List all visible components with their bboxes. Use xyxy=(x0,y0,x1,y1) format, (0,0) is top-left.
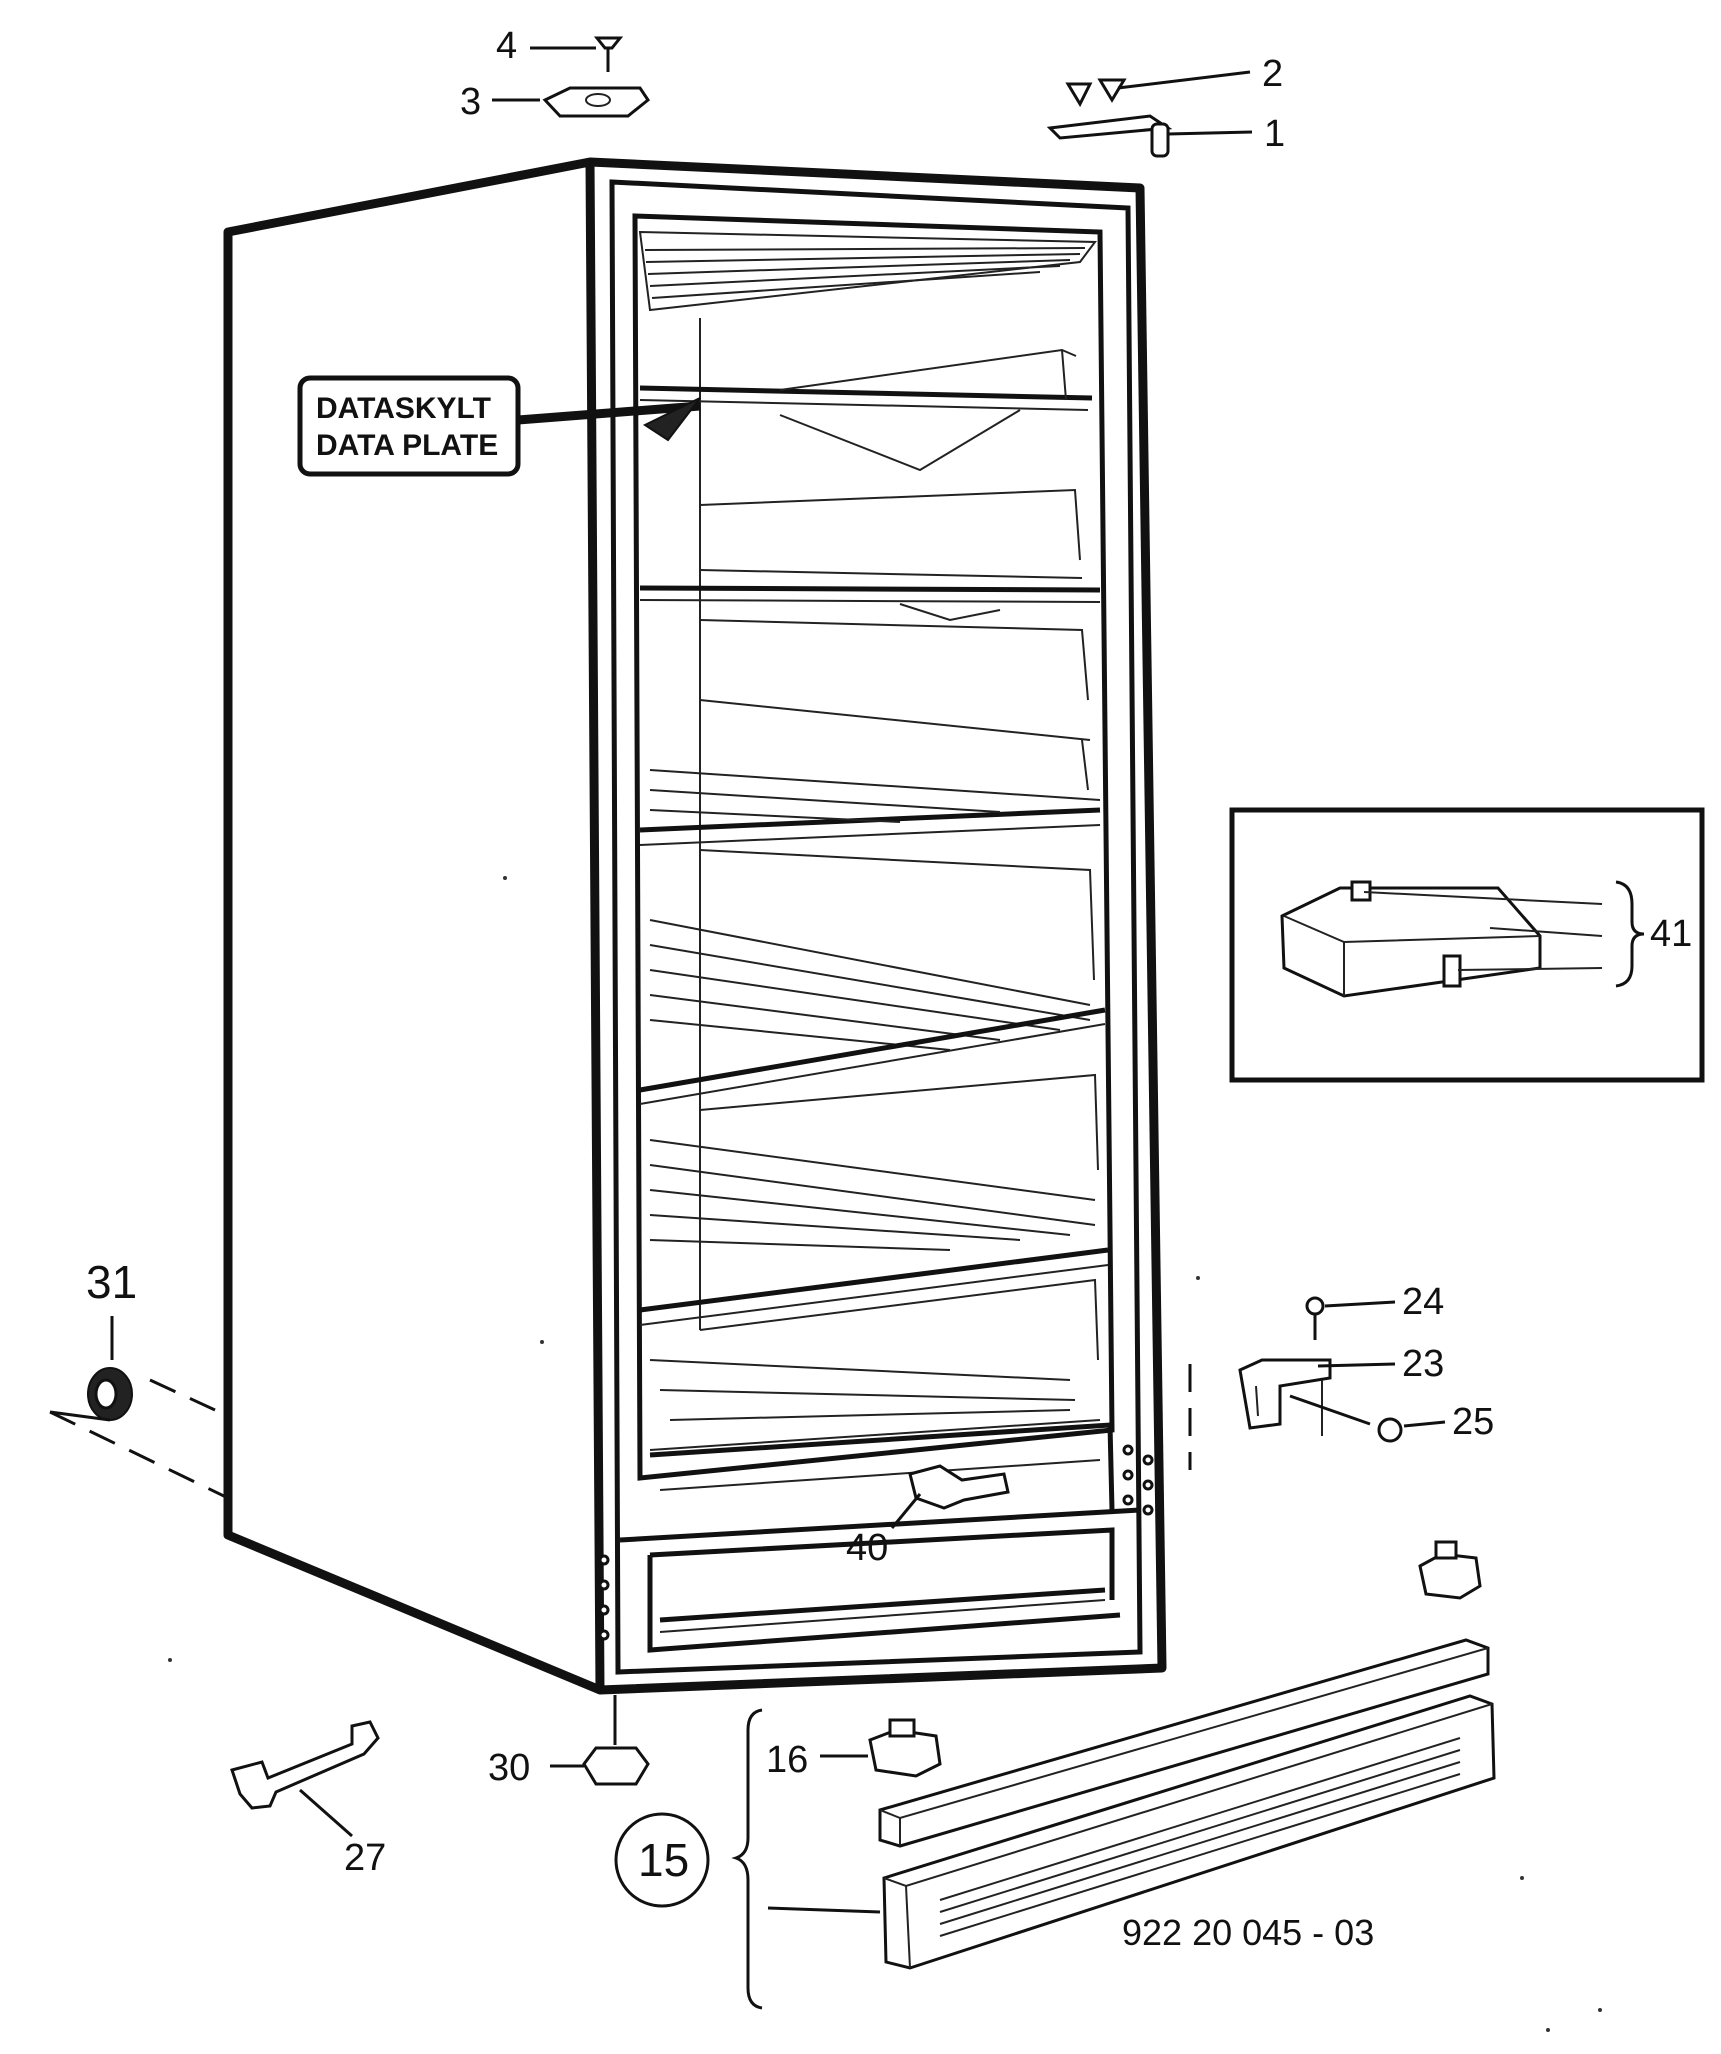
callout-4: 4 xyxy=(496,25,517,67)
callout-30: 30 xyxy=(488,1747,530,1789)
callout-15: 15 xyxy=(638,1834,689,1886)
callout-25: 25 xyxy=(1452,1401,1494,1443)
part-41-inset: 41 xyxy=(1229,807,1705,1083)
freezer-cabinet xyxy=(223,157,1167,1695)
callout-23: 23 xyxy=(1402,1343,1444,1385)
part-3-hinge-cover: 3 xyxy=(460,81,651,123)
callout-3: 3 xyxy=(460,81,481,123)
callout-24: 24 xyxy=(1402,1281,1444,1323)
data-plate-label-english: DATA PLATE xyxy=(316,429,498,462)
part-31-foot: 31 xyxy=(49,1256,229,1500)
evaporator-coil xyxy=(649,1278,1101,1451)
part-27-wrench: 27 xyxy=(230,1720,386,1879)
part-23-bottom-hinge: 23 xyxy=(1188,1343,1444,1470)
shelf-1 xyxy=(639,348,1093,472)
callout-1: 1 xyxy=(1264,113,1285,155)
callout-41: 41 xyxy=(1650,913,1692,955)
part-15-grille: 15 xyxy=(614,1638,1496,2010)
part-2-screws: 2 xyxy=(1065,53,1283,108)
data-plate-label-swedish: DATASKYLT xyxy=(316,392,491,425)
scan-specks xyxy=(168,876,1602,2032)
callout-16: 16 xyxy=(766,1739,808,1781)
callout-27: 27 xyxy=(344,1837,386,1879)
part-30-levelling-foot: 30 xyxy=(488,1695,650,1789)
part-1-top-hinge: 1 xyxy=(1046,113,1285,158)
frame-holes xyxy=(598,1444,1154,1641)
part-24-pin: 24 xyxy=(1305,1281,1444,1340)
part-4-screw: 4 xyxy=(496,25,624,72)
callout-40: 40 xyxy=(846,1527,888,1569)
top-liner xyxy=(638,230,1097,312)
shelf-4 xyxy=(639,849,1106,1105)
part-40-bracket: 40 xyxy=(846,1464,1010,1569)
part-16-clip: 16 xyxy=(766,1540,1482,1781)
drawing-number: 922 20 045 - 03 xyxy=(1122,1912,1374,1953)
bottom-recess xyxy=(619,1422,1141,1653)
shelf-5 xyxy=(639,1073,1109,1326)
data-plate-callout: DATASKYLT DATA PLATE xyxy=(297,375,701,477)
callout-2: 2 xyxy=(1262,53,1283,95)
shelf-2 xyxy=(639,488,1101,622)
part-25-screw: 25 xyxy=(1289,1394,1494,1443)
shelf-3 xyxy=(639,619,1101,846)
callout-31: 31 xyxy=(86,1256,137,1308)
